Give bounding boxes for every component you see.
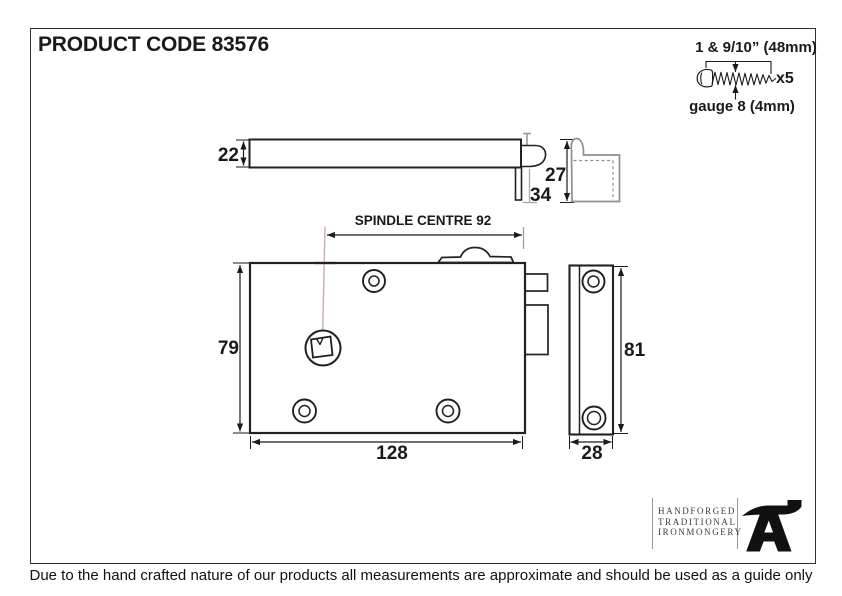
lock-body: [248, 261, 527, 435]
keep-profile-view: [570, 137, 621, 203]
dim-34-line: [522, 169, 537, 204]
keep-profile-dashed: [573, 159, 614, 200]
lock-side-view: [236, 132, 574, 204]
brand-wordmark: HANDFORGED TRADITIONAL IRONMONGERY: [658, 506, 743, 538]
dim-body-width-label: 128: [376, 443, 408, 464]
dim-27-arrow: [560, 139, 574, 203]
bolt-block-front: [524, 304, 549, 356]
spindle-centre-label: SPINDLE CENTRE 92: [354, 213, 492, 228]
dim-bolt-drop-label: 34: [530, 185, 552, 206]
latch-bolt-side: [520, 144, 547, 168]
brand-divider-lines: [652, 498, 738, 549]
screw-icon: [696, 68, 777, 88]
content-border: [30, 28, 816, 564]
dim-81-arrow: [614, 266, 628, 434]
dim-22-arrow: [236, 139, 251, 168]
keep-profile-outline: [570, 137, 621, 203]
dim-keep-width-label: 28: [581, 443, 603, 464]
latch-bolt-front: [524, 273, 549, 292]
top-bump: [436, 246, 515, 264]
screw-length-label: 1 & 9/10” (48mm): [695, 39, 817, 56]
dim-body-height-label: 79: [217, 338, 239, 359]
dim-spindle-centre: [327, 227, 525, 249]
dim-79-arrow: [233, 262, 249, 434]
screw-length-bracket: [705, 60, 772, 74]
dim-128-arrow: [250, 436, 523, 449]
case-side: [248, 138, 522, 169]
dim-keep-height-label: 81: [624, 340, 646, 361]
spindle-hole: [304, 329, 342, 367]
keep-front-view: [568, 264, 628, 449]
brand-line-1: HANDFORGED: [658, 506, 737, 516]
brand-logo: [652, 498, 802, 552]
dim-28-arrow: [569, 436, 613, 449]
spindle-leader-line: [321, 226, 326, 341]
brand-line-3: IRONMONGERY: [658, 527, 743, 537]
keep-screw-holes: [581, 269, 607, 431]
faceplate-drop: [514, 166, 523, 201]
product-code: PRODUCT CODE 83576: [38, 33, 269, 56]
lock-front-view: [233, 226, 549, 449]
dim-side-height-label: 22: [217, 145, 239, 166]
screw-holes: [292, 269, 461, 424]
anvil-icon: [742, 500, 802, 552]
dim-keep-depth-label: 27: [545, 165, 567, 186]
screw-diagram: [696, 60, 777, 100]
footer-disclaimer: Due to the hand crafted nature of our pr…: [29, 567, 813, 584]
screw-gauge-label: gauge 8 (4mm): [689, 98, 795, 115]
brand-line-2: TRADITIONAL: [658, 516, 737, 527]
screw-quantity-label: x5: [776, 70, 794, 87]
